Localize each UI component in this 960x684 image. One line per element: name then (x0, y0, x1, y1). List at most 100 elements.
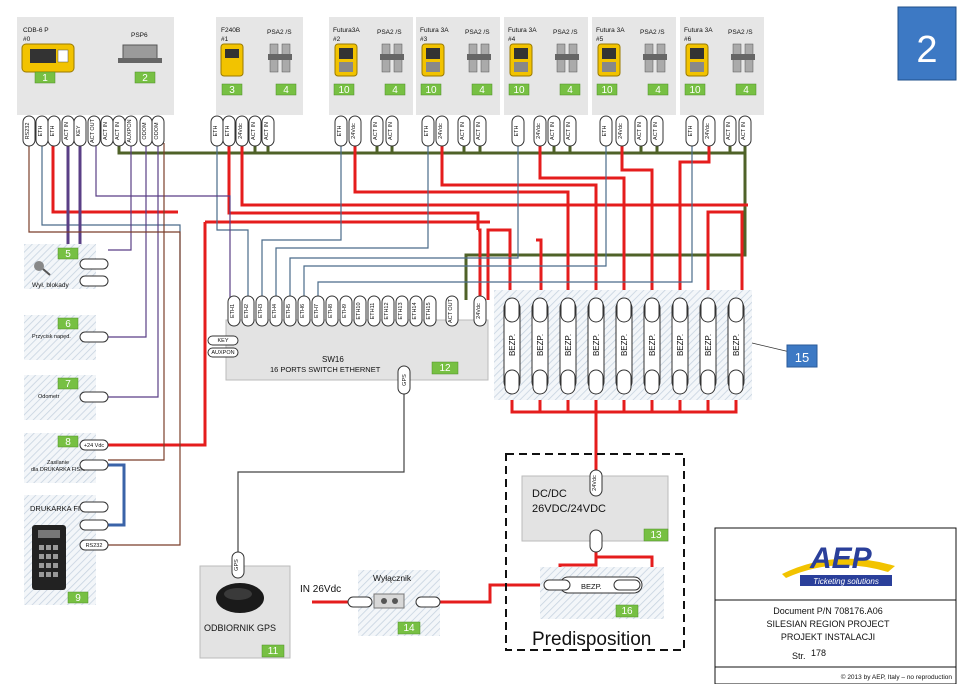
futura-validator-icon (421, 43, 445, 77)
svg-text:9: 9 (75, 593, 81, 604)
svg-text:BEZP.: BEZP. (620, 334, 629, 356)
port-connector: KEY (73, 115, 87, 147)
svg-text:ETH: ETH (424, 125, 430, 136)
badge-3 (221, 83, 243, 96)
svg-text:KEY: KEY (76, 125, 82, 136)
switch-port: ETH7 (311, 295, 325, 327)
switch-port: ETH15 (423, 295, 437, 327)
svg-text:ETH9: ETH9 (342, 304, 348, 318)
device-1-title-c: PSA2 /S (267, 29, 292, 36)
port-connector: ETH (222, 115, 236, 147)
svg-text:ODOM: ODOM (142, 122, 148, 140)
switch-port: ETH4 (269, 295, 283, 327)
badge-10 (684, 83, 706, 96)
svg-text:24Vdc: 24Vdc (238, 123, 244, 139)
svg-text:ETH13: ETH13 (398, 302, 404, 319)
svg-text:GPS: GPS (234, 559, 240, 571)
project-name: SILESIAN REGION PROJECT (766, 619, 890, 629)
svg-text:BEZP.: BEZP. (648, 334, 657, 356)
fuse: BEZP. (587, 297, 605, 395)
svg-text:BEZP.: BEZP. (592, 334, 601, 356)
svg-text:24Vdc: 24Vdc (705, 123, 711, 139)
port-connector: ACT IN (723, 115, 737, 147)
fuse: BEZP. (699, 297, 717, 395)
fuse-block-badge (786, 344, 818, 368)
gps-receiver-label: ODBIORNIK GPS (204, 623, 276, 633)
svg-text:ACT IN: ACT IN (388, 122, 394, 140)
switch-port: ETH6 (297, 295, 311, 327)
port-connector: AUXPON (124, 115, 138, 147)
port-connector: ACT IN (112, 115, 126, 147)
badge-4 (559, 83, 581, 96)
futura-validator-icon (597, 43, 621, 77)
switch-port: ETH3 (255, 295, 269, 327)
svg-text:ETH10: ETH10 (356, 302, 362, 319)
port-connector: ACT IN (650, 115, 664, 147)
svg-text:1: 1 (42, 73, 48, 84)
svg-text:4: 4 (567, 85, 573, 96)
validator-icon (21, 43, 75, 73)
switch-port: 24Vdc (473, 295, 487, 327)
port-connector: 24Vdc (533, 115, 547, 147)
psa-power-unit-icon (467, 43, 491, 73)
svg-text:4: 4 (479, 85, 485, 96)
breaker-icon (373, 593, 405, 609)
page-number-box (897, 6, 957, 81)
port-connector: ACT IN (261, 115, 275, 147)
device-4-title-c: PSA2 /S (553, 29, 578, 36)
logo-text: AEP (809, 542, 873, 575)
svg-text:10: 10 (601, 85, 613, 96)
connector-24v (79, 439, 109, 451)
device-0-title-b: #0 (23, 36, 31, 43)
svg-text:ETH7: ETH7 (314, 304, 320, 318)
svg-text:2: 2 (142, 73, 148, 84)
port-connector: ACT IN (100, 115, 114, 147)
fuse-block: BEZP.BEZP.BEZP.BEZP.BEZP.BEZP.BEZP.BEZP.… (494, 290, 818, 400)
svg-text:ACT IN: ACT IN (264, 122, 270, 140)
svg-text:8: 8 (65, 437, 71, 448)
connector (79, 391, 109, 403)
fuse: BEZP. (503, 297, 521, 395)
svg-text:ACT IN: ACT IN (741, 122, 747, 140)
svg-text:ETH3: ETH3 (258, 304, 264, 318)
svg-text:24Vdc: 24Vdc (438, 123, 444, 139)
svg-text:ACT IN: ACT IN (373, 122, 379, 140)
badge-4 (275, 83, 297, 96)
svg-text:ETH: ETH (602, 125, 608, 136)
printer-power-wire (108, 463, 126, 527)
fuse: BEZP. (643, 297, 661, 395)
device-5-title-a: Futura 3A (596, 27, 625, 34)
svg-text:6: 6 (65, 319, 71, 330)
port-connector: 24Vdc (702, 115, 716, 147)
drive-button-label: Przycisk napęd. (32, 334, 71, 340)
odometer-wires (108, 143, 159, 398)
switch-port: ETH10 (353, 295, 367, 327)
switch-port: ETH14 (409, 295, 423, 327)
fuse-16-label: BEZP. (581, 582, 602, 591)
breaker: Wyłącznik 14 (347, 570, 441, 636)
svg-text:ETH15: ETH15 (426, 302, 432, 319)
port-connector: ODOM (139, 115, 153, 147)
svg-text:ETH: ETH (688, 125, 694, 136)
switch-auxpon-port: AUXPON (211, 350, 234, 356)
badge-1 (34, 71, 56, 84)
badge-4 (384, 83, 406, 96)
svg-text:10: 10 (513, 85, 525, 96)
switch-badge: 12 (439, 363, 451, 374)
serial-wires (28, 143, 181, 546)
badge-10 (508, 83, 530, 96)
port-connector: ETH (35, 115, 49, 147)
fiscal-printer-label: DRUKARKA FISK. (30, 504, 92, 513)
gps-wire (237, 385, 405, 555)
svg-text:RS232: RS232 (25, 123, 31, 140)
unlock-switch-label: Wył. blokady (32, 282, 70, 289)
dcdc-title: DC/DC (532, 488, 567, 500)
device-6-title-b: #6 (684, 36, 692, 43)
device-2-title-c: PSA2 /S (377, 29, 402, 36)
svg-text:4: 4 (283, 85, 289, 96)
port-connector: ACT OUT (87, 115, 101, 147)
svg-text:ACT IN: ACT IN (251, 122, 257, 140)
fuse: BEZP. (671, 297, 689, 395)
svg-text:10: 10 (425, 85, 437, 96)
page-prefix: Str. (792, 651, 806, 661)
